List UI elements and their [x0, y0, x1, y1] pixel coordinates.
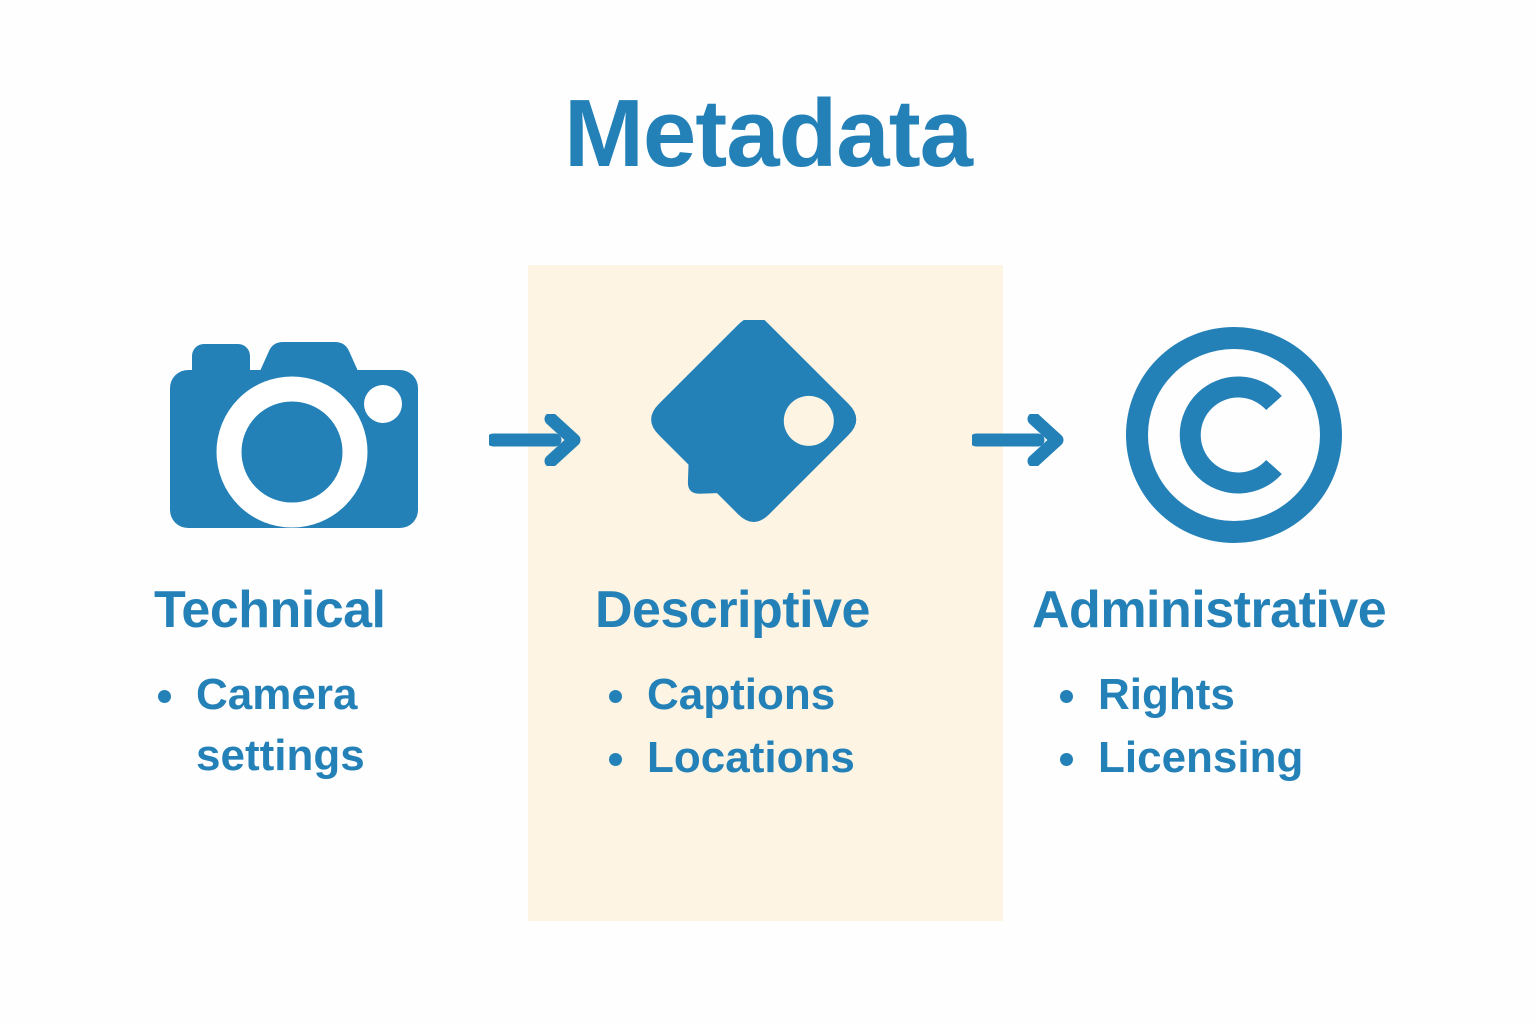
- column-title-descriptive: Descriptive: [595, 581, 870, 639]
- copyright-icon: [1126, 327, 1342, 543]
- bullet-dot-icon: [158, 690, 171, 704]
- page-title: Metadata: [563, 80, 973, 187]
- bullet-dot-icon: [1060, 752, 1073, 766]
- column-title-technical: Technical: [154, 581, 386, 639]
- column-descriptive: Descriptive Captions Locations: [543, 320, 988, 791]
- arrow-right-icon: [969, 412, 1064, 468]
- column-administrative: Administrative Rights Licensing: [1020, 320, 1470, 791]
- price-tag-icon-slot: [543, 320, 988, 550]
- arrow-right-icon-1: [486, 412, 581, 471]
- bullet-list-technical: Camera settings: [92, 665, 492, 786]
- camera-icon-slot: [92, 320, 492, 550]
- copyright-icon-slot: [1020, 320, 1470, 550]
- column-technical: Technical Camera settings: [92, 320, 492, 789]
- arrow-right-icon-2: [969, 412, 1064, 471]
- price-tag-icon: [651, 320, 857, 522]
- column-title-administrative: Administrative: [1032, 581, 1387, 639]
- list-item-label: Camera settings: [196, 670, 365, 780]
- list-item-label: Rights: [1098, 670, 1235, 720]
- bullet-dot-icon: [609, 752, 622, 766]
- list-item-label: Locations: [647, 732, 855, 782]
- list-item: Camera settings: [154, 665, 441, 786]
- list-item: Locations: [605, 728, 988, 789]
- list-item-label: Captions: [647, 670, 836, 720]
- list-item: Rights: [1056, 665, 1470, 726]
- list-item: Licensing: [1056, 728, 1470, 789]
- bullet-list-administrative: Rights Licensing: [1020, 665, 1470, 788]
- list-item-label: Licensing: [1098, 732, 1304, 782]
- camera-icon: [170, 342, 418, 528]
- list-item: Captions: [605, 665, 988, 726]
- bullet-dot-icon: [609, 690, 622, 704]
- bullet-dot-icon: [1060, 690, 1073, 704]
- arrow-right-icon: [486, 412, 581, 468]
- bullet-list-descriptive: Captions Locations: [543, 665, 988, 788]
